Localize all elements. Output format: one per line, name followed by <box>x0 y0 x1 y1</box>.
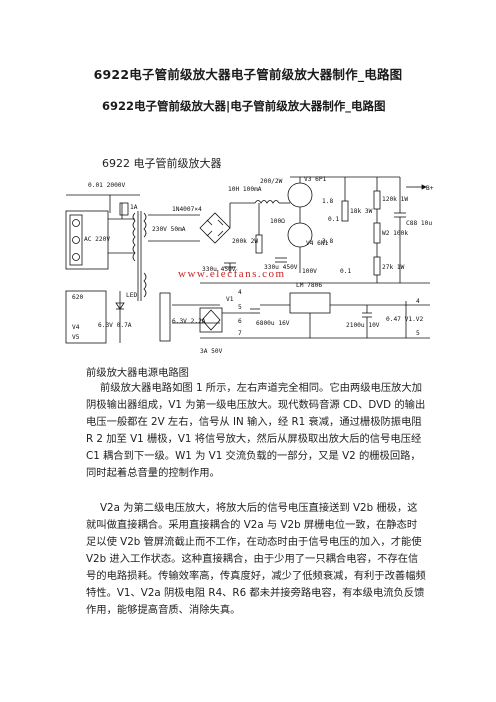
label-v1: V1 <box>226 296 234 303</box>
label-r200k: 200k 2W <box>232 238 258 245</box>
label-w2: W2 100k <box>382 230 408 237</box>
paragraph-2: V2a 为第二级电压放大，将放大后的信号电压直接送到 V2b 栅极，这就叫做直接… <box>86 502 426 616</box>
label-diodes: 1N4007×4 <box>172 206 202 213</box>
label-n2: 5 <box>238 304 242 311</box>
label-heater2: 6.3V 2.2A <box>172 318 206 325</box>
label-n6: 5 <box>416 330 420 337</box>
label-bridge: 3A 50V <box>200 348 223 355</box>
label-n3: 6 <box>238 318 242 325</box>
label-cap2: 330u 450V <box>264 264 298 271</box>
label-r27k: 27k 1W <box>382 264 405 271</box>
label-v5: V5 <box>72 334 80 341</box>
label-lm7806: LM 7806 <box>296 282 322 289</box>
label-c88: C88 10u <box>406 220 432 227</box>
document-subtitle: 6922电子管前级放大器|电子管前级放大器制作_电路图 <box>102 99 386 113</box>
document-title: 6922电子管前级放大器电子管前级放大器制作_电路图 <box>93 67 403 82</box>
label-out: 0.47 V1.V2 <box>386 316 424 323</box>
label-n5: 4 <box>416 298 420 305</box>
label-r620: 620 <box>72 294 83 301</box>
label-r100: 100Ω <box>270 218 285 225</box>
label-c2100: 2100u 10V <box>346 322 380 329</box>
label-inductor: 10H 100mA <box>228 186 262 193</box>
label-ac: AC 220V <box>84 236 110 243</box>
label-n10: 100V <box>302 268 317 275</box>
label-heater1: 6.3V 0.7A <box>98 322 132 329</box>
section-heading: 6922 电子管前级放大器 <box>102 157 222 170</box>
label-n4: 7 <box>238 330 242 337</box>
label-r200: 200/2W <box>260 178 283 185</box>
power-supply-schematic: 0.01 2000V 1A AC 220V 1N4007×4 10H 100mA… <box>60 173 436 360</box>
label-r18k: 18k 3W <box>350 208 373 215</box>
label-led: LED <box>126 292 137 299</box>
label-n9: 0.1 <box>340 268 351 275</box>
label-c6800: 6800u 16V <box>256 320 290 327</box>
label-n11: 3.8 <box>322 238 333 245</box>
watermark: www.elecfans.com <box>178 268 286 280</box>
label-v4: V4 6N1 <box>306 240 329 247</box>
label-n7: 1.8 <box>322 198 333 205</box>
label-r120k: 120k 1W <box>382 196 408 203</box>
figure-caption: 前级放大器电源电路图 <box>86 367 189 379</box>
label-secondary: 230V 50mA <box>152 226 186 233</box>
label-fuse: 0.01 2000V <box>88 182 126 189</box>
label-fuse-a: 1A <box>130 204 138 211</box>
paragraph-1: 前级放大器电路如图 1 所示，左右声道完全相同。它由两级电压放大加阴极输出器组成… <box>86 382 426 479</box>
label-cap1: 330u 450V <box>202 266 236 273</box>
label-b-plus: B+ <box>426 185 434 192</box>
label-n8: 0.1 <box>328 216 339 223</box>
label-n1: 4 <box>238 289 242 296</box>
label-v3: V3 6P1 <box>304 176 327 183</box>
label-v4-lower: V4 <box>72 324 80 331</box>
